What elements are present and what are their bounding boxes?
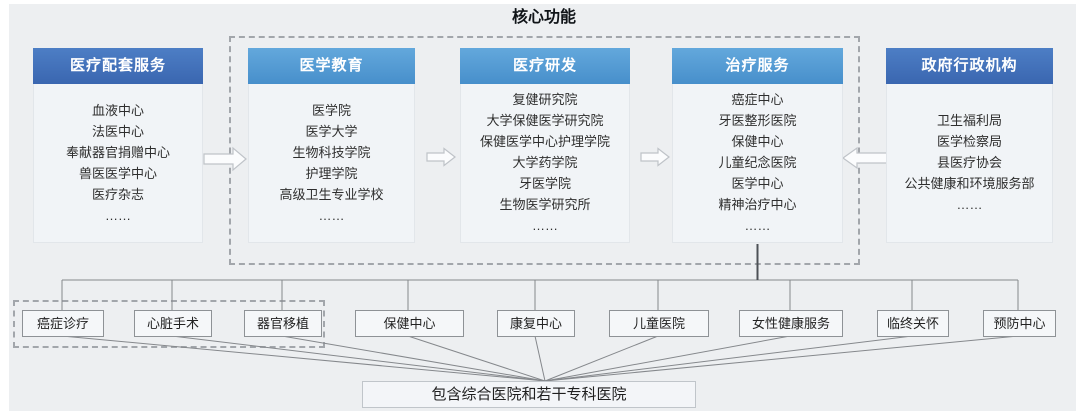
- hospital-summary-box: 包含综合医院和若干专科医院: [362, 381, 696, 408]
- page-margin-top: [0, 0, 1080, 4]
- node-cancer-treatment: 癌症诊疗: [22, 310, 104, 337]
- page-margin-bottom: [0, 411, 1080, 418]
- column-header: 政府行政机构: [886, 48, 1053, 84]
- column-body: 复健研究院 大学保健医学研究院 保健医学中心护理学院 大学药学院 牙医学院 生物…: [460, 84, 630, 243]
- list-item: 兽医医学中心: [78, 165, 157, 181]
- list-item: 医学大学: [305, 123, 358, 139]
- list-item: 公共健康和环境服务部: [904, 176, 1035, 191]
- list-item: 牙医学院: [518, 176, 571, 191]
- list-item: 保健医学中心护理学院: [479, 134, 610, 149]
- column-header: 治疗服务: [672, 48, 843, 84]
- node-organ-transplant: 器官移植: [244, 310, 322, 337]
- list-item: 卫生福利局: [936, 113, 1002, 128]
- list-item: 生物科技学院: [292, 144, 371, 160]
- column-government-administration: 政府行政机构 卫生福利局 医学检察局 县医疗协会 公共健康和环境服务部 ……: [886, 48, 1053, 243]
- column-treatment-services: 治疗服务 癌症中心 牙医整形医院 保健中心 儿童纪念医院 医学中心 精神治疗中心…: [672, 48, 843, 243]
- list-item: 护理学院: [305, 165, 358, 181]
- core-functions-title: 核心功能: [511, 9, 576, 26]
- list-item: 医学院: [311, 102, 351, 118]
- ellipsis-item: ……: [532, 218, 558, 233]
- page-margin-left: [0, 0, 9, 418]
- column-body: 癌症中心 牙医整形医院 保健中心 儿童纪念医院 医学中心 精神治疗中心 ……: [672, 84, 843, 243]
- list-item: 奉献器官捐赠中心: [65, 144, 170, 160]
- list-item: 大学药学院: [512, 155, 578, 170]
- column-body: 血液中心 法医中心 奉献器官捐赠中心 兽医医学中心 医疗杂志 ……: [33, 84, 203, 243]
- list-item: 医疗杂志: [91, 186, 144, 202]
- list-item: 儿童纪念医院: [718, 155, 797, 170]
- list-item: 大学保健医学研究院: [486, 113, 604, 128]
- node-prevention-center: 预防中心: [983, 310, 1056, 337]
- node-womens-health: 女性健康服务: [739, 310, 843, 337]
- column-medical-education: 医学教育 医学院 医学大学 生物科技学院 护理学院 高级卫生专业学校 ……: [248, 48, 415, 243]
- list-item: 复健研究院: [512, 92, 578, 107]
- list-item: 精神治疗中心: [718, 197, 797, 212]
- column-header: 医疗配套服务: [33, 48, 203, 84]
- node-hospice-care: 临终关怀: [877, 310, 949, 337]
- column-medical-support-services: 医疗配套服务 血液中心 法医中心 奉献器官捐赠中心 兽医医学中心 医疗杂志 ……: [33, 48, 203, 243]
- column-body: 医学院 医学大学 生物科技学院 护理学院 高级卫生专业学校 ……: [248, 84, 415, 243]
- ellipsis-item: ……: [105, 207, 131, 223]
- list-item: 医学检察局: [936, 134, 1002, 149]
- column-body: 卫生福利局 医学检察局 县医疗协会 公共健康和环境服务部 ……: [886, 84, 1053, 243]
- ellipsis-item: ……: [956, 197, 983, 212]
- list-item: 县医疗协会: [936, 155, 1002, 170]
- column-medical-research: 医疗研发 复健研究院 大学保健医学研究院 保健医学中心护理学院 大学药学院 牙医…: [460, 48, 630, 243]
- list-item: 牙医整形医院: [718, 113, 797, 128]
- list-item: 法医中心: [91, 123, 144, 139]
- column-header: 医学教育: [248, 48, 415, 84]
- node-health-center: 保健中心: [355, 310, 464, 337]
- ellipsis-item: ……: [744, 218, 771, 233]
- list-item: 保健中心: [731, 134, 784, 149]
- column-header: 医疗研发: [460, 48, 630, 84]
- list-item: 血液中心: [91, 102, 144, 118]
- list-item: 生物医学研究所: [499, 197, 591, 212]
- list-item: 高级卫生专业学校: [279, 186, 384, 202]
- page-margin-right: [1076, 0, 1080, 418]
- list-item: 医学中心: [731, 176, 784, 191]
- node-rehab-center: 康复中心: [497, 310, 575, 337]
- node-heart-surgery: 心脏手术: [134, 310, 212, 337]
- ellipsis-item: ……: [318, 207, 345, 223]
- list-item: 癌症中心: [731, 92, 784, 107]
- node-children-hospital: 儿童医院: [609, 310, 709, 337]
